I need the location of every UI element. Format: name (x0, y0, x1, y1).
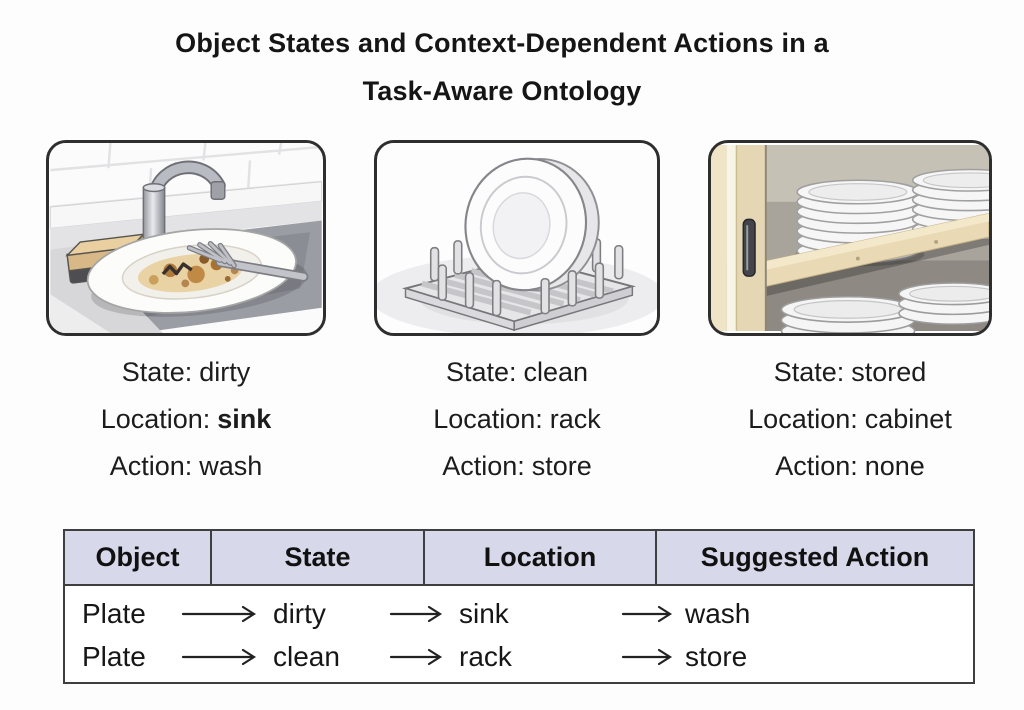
dirty-plate-sink-illustration (49, 143, 323, 333)
location-value: rack (549, 404, 601, 434)
panel-clean-plate-rack (374, 140, 660, 336)
state-label: State: (773, 357, 845, 387)
cell-action: store (685, 641, 748, 672)
panel-dirty-plate-sink (46, 140, 326, 336)
location-label: Location: (100, 404, 211, 434)
arrow-icon (389, 605, 443, 623)
column-header-location: Location (425, 531, 657, 584)
column-header-object: Object (65, 531, 212, 584)
page-title: Object States and Context-Dependent Acti… (175, 28, 829, 58)
column-header-state: State (212, 531, 425, 584)
stored-plates-cabinet-illustration (711, 145, 989, 333)
arrow-icon (181, 648, 257, 666)
state-label: State: (121, 357, 193, 387)
panel-plates-cabinet (708, 140, 992, 336)
cell-action: wash (685, 598, 751, 629)
cell-state: clean (273, 641, 340, 672)
clean-plate-rack-illustration (377, 143, 657, 333)
table-header-row: Object State Location Suggested Action (65, 531, 973, 586)
state-label: State: (445, 357, 517, 387)
action-value: store (531, 451, 592, 481)
cell-object: Plate (82, 641, 146, 672)
location-value: sink (217, 404, 272, 434)
arrow-icon (621, 648, 673, 666)
ontology-table: Object State Location Suggested Action P… (63, 529, 975, 684)
state-value: clean (523, 357, 589, 387)
cell-location: sink (459, 598, 509, 629)
arrow-icon (621, 605, 673, 623)
state-value: dirty (199, 357, 251, 387)
arrow-icon (181, 605, 257, 623)
location-label: Location: (433, 404, 543, 434)
action-value: wash (199, 451, 263, 481)
action-label: Action: (109, 451, 193, 481)
action-value: none (864, 451, 925, 481)
cell-location: rack (459, 641, 512, 672)
state-value: stored (851, 357, 927, 387)
cell-object: Plate (82, 598, 146, 629)
action-label: Action: (775, 451, 858, 481)
table-row: Plate clean rack store (65, 637, 973, 677)
action-label: Action: (442, 451, 525, 481)
table-body: Plate dirty sink wash Plate clean rack s… (65, 586, 973, 682)
column-header-suggested-action: Suggested Action (700, 542, 930, 572)
location-label: Location: (748, 404, 858, 434)
table-row: Plate dirty sink wash (65, 594, 973, 634)
cell-state: dirty (273, 598, 326, 629)
page-title-line2: Task-Aware Ontology (362, 76, 642, 106)
location-value: cabinet (864, 404, 952, 434)
arrow-icon (389, 648, 443, 666)
